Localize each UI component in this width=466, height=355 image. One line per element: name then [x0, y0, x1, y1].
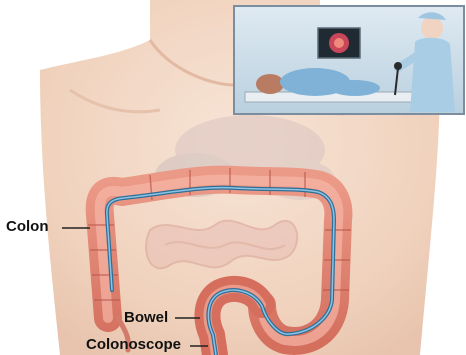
procedure-inset — [234, 6, 464, 114]
colon-label: Colon — [6, 218, 49, 235]
colonoscope-label: Colonoscope — [86, 336, 181, 353]
bowel-label: Bowel — [124, 309, 168, 326]
monitor-icon — [318, 28, 360, 58]
